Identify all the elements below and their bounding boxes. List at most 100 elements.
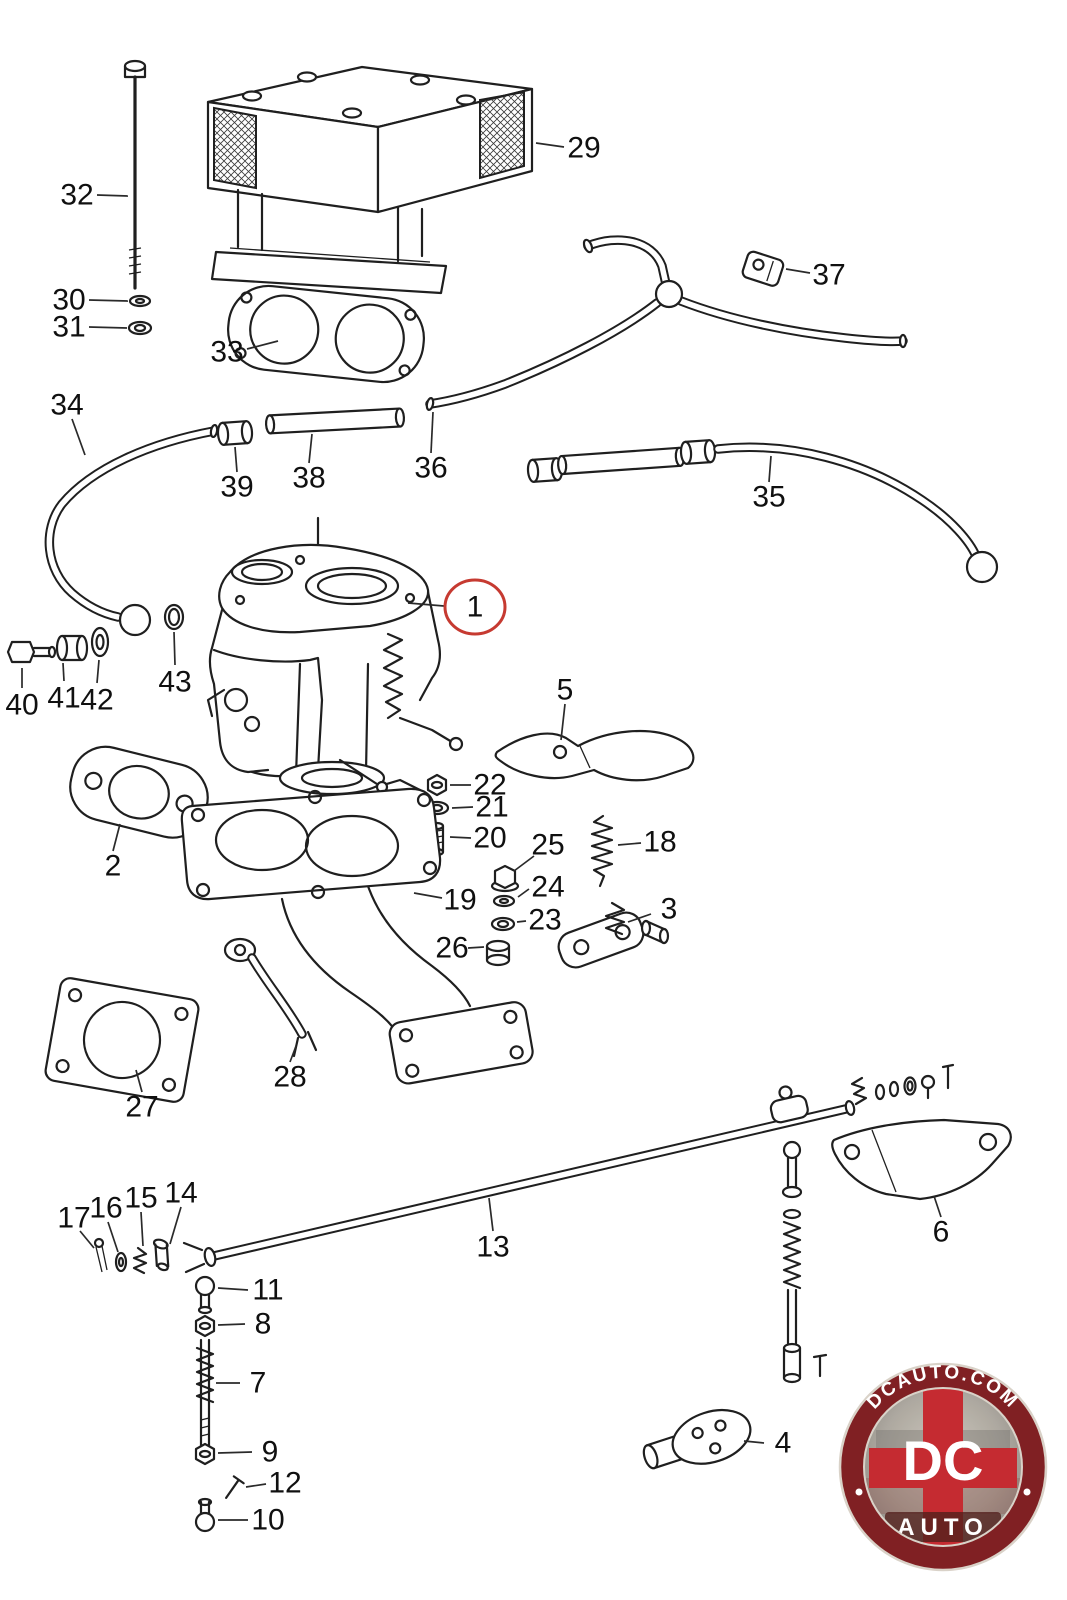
- callout-40: 40: [5, 689, 38, 722]
- callout-leader-38: [308, 433, 313, 464]
- callout-26: 26: [435, 932, 468, 965]
- callout-leader-11: [217, 1287, 249, 1291]
- part-40-bolt: [6, 640, 57, 664]
- callout-42: 42: [80, 684, 113, 717]
- part-42-washer: [90, 626, 110, 658]
- callout-22: 22: [473, 769, 506, 802]
- callout-35: 35: [752, 481, 785, 514]
- callout-leader-33: [246, 340, 279, 350]
- part-39-sleeve: [216, 420, 254, 446]
- callout-16: 16: [89, 1192, 122, 1225]
- part-8-nut: [194, 1314, 216, 1338]
- logo-main-text: DC: [903, 1429, 984, 1492]
- callout-leader-39: [234, 446, 238, 473]
- callout-36: 36: [414, 452, 447, 485]
- callout-leader-12: [245, 1483, 267, 1488]
- callout-25: 25: [531, 829, 564, 862]
- part-27-gasket: [44, 977, 200, 1103]
- part-25-nut: [490, 864, 520, 893]
- part-9-nut: [194, 1442, 216, 1466]
- part-30-washer: [128, 294, 152, 308]
- part-28-lever: [223, 937, 318, 1058]
- part-23-washer: [490, 916, 516, 932]
- part-33-gasket: [227, 284, 425, 384]
- part-16-washer: [114, 1251, 128, 1273]
- logo-ring-dot-left: [855, 1488, 863, 1496]
- part-18-spring: [590, 814, 614, 888]
- part-2-gasket: [69, 745, 209, 839]
- callout-leader-31: [88, 326, 128, 329]
- part-4-plate: [642, 1409, 752, 1470]
- callout-7: 7: [250, 1367, 267, 1400]
- part-10-ball-pin: [194, 1497, 216, 1533]
- callout-leader-15: [140, 1211, 144, 1247]
- part-36-vent-hose: [425, 235, 908, 412]
- callout-leader-26: [467, 946, 485, 949]
- part-35-hose: [526, 439, 999, 584]
- part-32-bolt: [123, 59, 147, 290]
- callout-leader-17: [79, 1230, 95, 1249]
- callout-leader-16: [107, 1221, 119, 1253]
- callout-37: 37: [812, 259, 845, 292]
- part-12-pin: [225, 1475, 245, 1499]
- callout-leader-29: [535, 142, 565, 148]
- part-24-washer: [492, 894, 516, 908]
- callout-leader-6: [933, 1195, 942, 1218]
- part-37-clip: [741, 250, 785, 287]
- callout-2: 2: [105, 850, 122, 883]
- callout-leader-43: [173, 631, 176, 666]
- callout-8: 8: [255, 1308, 272, 1341]
- callout-leader-14: [169, 1206, 182, 1245]
- part-14-bolt: [152, 1238, 170, 1272]
- callout-30: 30: [52, 284, 85, 317]
- callout-13: 13: [476, 1231, 509, 1264]
- callout-4: 4: [775, 1427, 792, 1460]
- callout-10: 10: [251, 1504, 284, 1537]
- part-5-bracket: [494, 729, 695, 782]
- callout-leader-21: [451, 806, 474, 809]
- part-34-hose: [44, 423, 219, 637]
- callout-20: 20: [473, 822, 506, 855]
- callout-19: 19: [443, 884, 476, 917]
- callout-34: 34: [50, 389, 83, 422]
- part-22-nut: [426, 773, 448, 797]
- callout-12: 12: [268, 1467, 301, 1500]
- callout-1: 1: [467, 591, 484, 624]
- callout-leader-42: [96, 659, 100, 684]
- part-41-bushing: [55, 634, 89, 662]
- part-13-rod: [182, 1085, 856, 1274]
- part-1-carburetor: [206, 516, 464, 796]
- part-6-bracket: [831, 1118, 1012, 1201]
- callout-9: 9: [262, 1436, 279, 1469]
- callout-24: 24: [531, 871, 564, 904]
- callout-14: 14: [164, 1177, 197, 1210]
- callout-15: 15: [124, 1182, 157, 1215]
- callout-leader-27: [135, 1069, 143, 1093]
- callout-leader-32: [96, 194, 129, 197]
- callout-39: 39: [220, 471, 253, 504]
- callout-leader-9: [217, 1451, 253, 1454]
- callout-6: 6: [933, 1216, 950, 1249]
- callout-21: 21: [475, 791, 508, 824]
- logo-ring: [840, 1364, 1046, 1570]
- part-43-o-ring: [163, 603, 185, 631]
- callout-leader-2: [112, 823, 121, 852]
- rod-end-hardware: [850, 1063, 955, 1106]
- part-11-ball-pin: [194, 1275, 216, 1315]
- callout-leader-35: [768, 455, 772, 483]
- callout-leader-36: [430, 411, 434, 454]
- part-38-tube: [264, 407, 406, 435]
- callout-23: 23: [528, 904, 561, 937]
- callout-41: 41: [47, 682, 80, 715]
- callout-leader-8: [217, 1323, 246, 1326]
- logo-ring-dot-right: [1023, 1488, 1031, 1496]
- callout-17: 17: [57, 1202, 90, 1235]
- callout-31: 31: [52, 311, 85, 344]
- callout-32: 32: [60, 179, 93, 212]
- callout-leader-20: [449, 836, 472, 839]
- callout-43: 43: [158, 666, 191, 699]
- callout-28: 28: [273, 1061, 306, 1094]
- logo-sub-text: AUTO: [897, 1514, 989, 1541]
- part-3-lever-assembly: [557, 901, 670, 969]
